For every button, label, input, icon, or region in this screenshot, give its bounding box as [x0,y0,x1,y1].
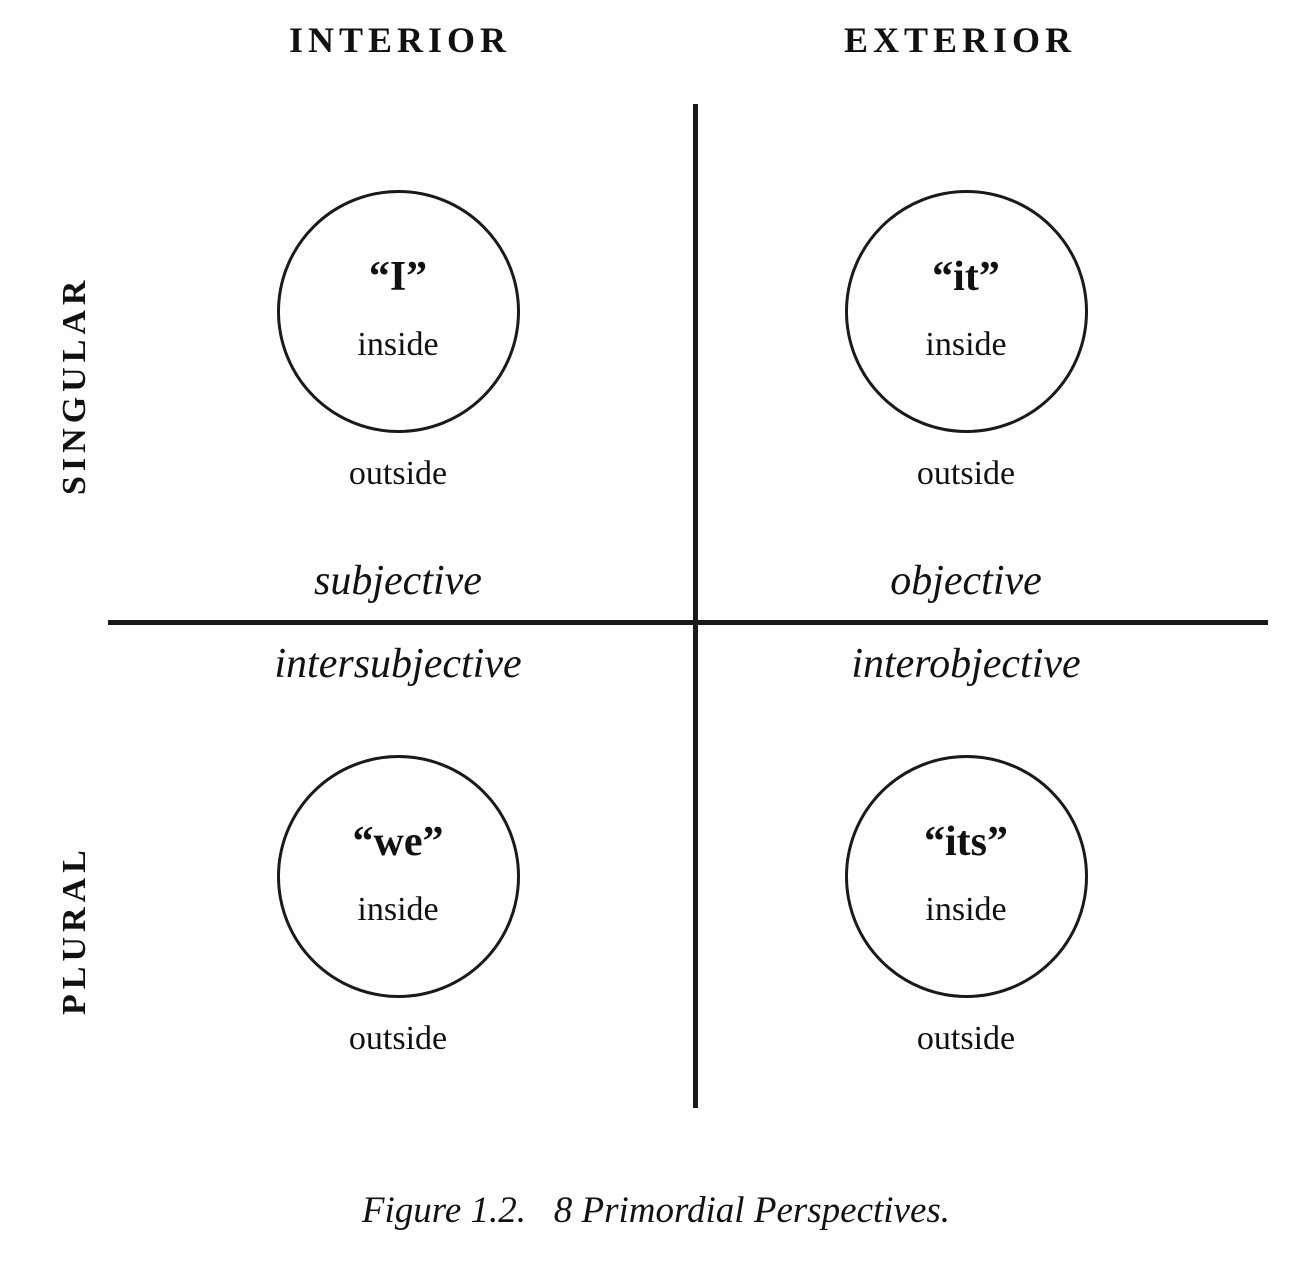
circle-group-we: “we” inside outside [158,755,638,1056]
row-header-singular: SINGULAR [56,275,93,495]
quadrant-lower-left: “we” inside outside [158,755,638,1056]
inside-label-its: inside [925,890,1007,928]
inside-label-it: inside [925,325,1007,363]
pronoun-label-i: “I” [368,253,428,300]
perspective-label-intersubjective: intersubjective [274,641,522,687]
row-header-plural: PLURAL [56,845,93,1015]
outside-label-i: outside [348,455,448,492]
outside-label-its: outside [916,1020,1016,1057]
circle-group-i: “I” inside outside [158,190,638,491]
circle-outline-we: “we” inside [276,755,520,998]
outside-label-it: outside [916,455,1016,492]
circle-group-its: “its” inside outside [726,755,1206,1056]
quadrant-lower-right: “its” inside outside [726,755,1206,1056]
circle-group-it: “it” inside outside [726,190,1206,491]
horizontal-axis-line [108,620,1268,625]
pronoun-label-it: “it” [932,253,1000,300]
circle-outline-i: “I” inside [276,190,520,433]
quadrant-upper-right: “it” inside outside [726,190,1206,491]
quadrant-upper-left: “I” inside outside [158,190,638,491]
outside-label-we: outside [348,1020,448,1057]
perspective-label-interobjective: interobjective [851,641,1081,687]
pronoun-label-its: “its” [924,818,1008,865]
column-header-exterior: EXTERIOR [843,20,1077,60]
inside-label-we: inside [357,890,439,928]
figure-caption: Figure 1.2. 8 Primordial Perspectives. [361,1190,951,1231]
pronoun-label-we: “we” [352,818,444,865]
circle-outline-its: “its” inside [844,755,1088,998]
vertical-axis-line [693,104,698,1108]
inside-label-i: inside [357,325,439,363]
perspective-label-objective: objective [890,558,1042,604]
circle-outline-it: “it” inside [844,190,1088,433]
column-header-interior: INTERIOR [288,20,512,60]
perspective-label-subjective: subjective [314,558,482,604]
